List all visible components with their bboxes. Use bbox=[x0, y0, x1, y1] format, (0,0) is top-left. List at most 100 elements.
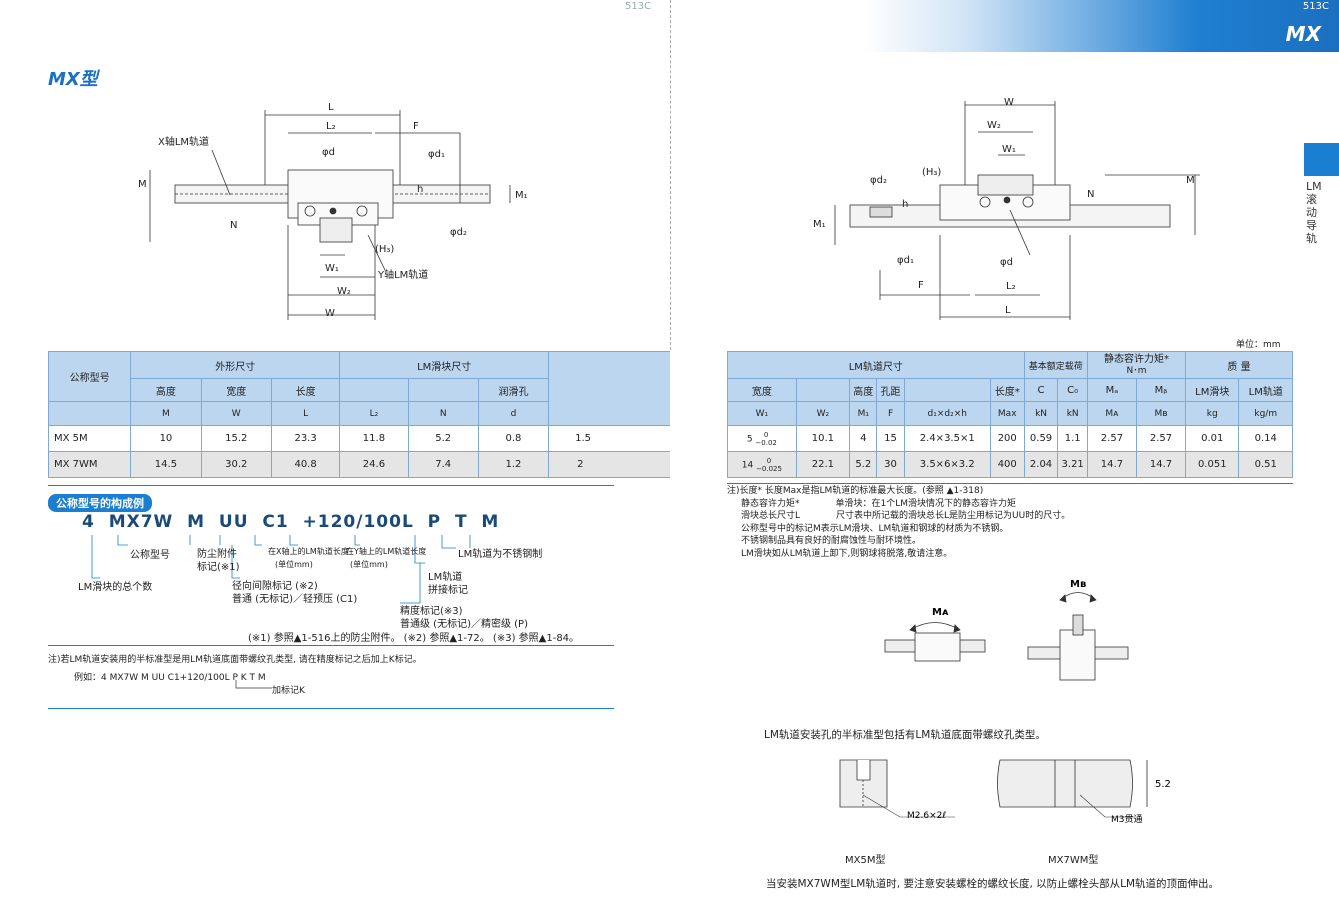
left-label-phi-d2: φd₂ bbox=[450, 227, 467, 238]
mx7-thread-label: M3贯通 bbox=[1111, 814, 1143, 825]
right-label-F: F bbox=[918, 280, 924, 291]
left-label-N: N bbox=[230, 220, 237, 231]
model-code: 4 MX7W M UU C1 +120/100L P T M bbox=[82, 512, 500, 532]
left-label-H3: (H₃) bbox=[375, 244, 394, 255]
sym-2: L bbox=[270, 401, 341, 426]
notes-right: 注)长度* 长度Max是指LM轨道的标准最大长度。(参照 ▲1-318) 静态容… bbox=[727, 486, 1071, 559]
label-refs: (※1) 参照▲1-516上的防尘附件。 (※2) 参照▲1-72。 (※3) … bbox=[248, 633, 580, 644]
th-col-2: 长度 bbox=[270, 378, 341, 402]
moment-ma: Mᴀ bbox=[932, 607, 949, 618]
model-leader-lines bbox=[91, 535, 471, 604]
units-label: 单位：mm bbox=[1236, 340, 1281, 350]
label-xlen: 在X轴上的LM轨道长度 bbox=[268, 547, 349, 556]
table-row: MX 7WM 14.5 30.2 40.8 24.6 7.4 1.2 2 bbox=[47, 451, 670, 478]
mx7-caption: MX7WM型 bbox=[1048, 855, 1099, 866]
label-model: 公称型号 bbox=[130, 550, 170, 561]
table-row: 14 0−0.025 22.1 5.2 30 3.5×6×3.2 400 2.0… bbox=[727, 451, 1293, 478]
rail-section-drawings: M2.6×2ℓ M3贯通 5.2 bbox=[839, 759, 1171, 825]
left-label-W: W bbox=[325, 308, 335, 319]
sym-3: L₂ bbox=[339, 401, 409, 426]
th-col-4 bbox=[407, 378, 479, 402]
label-clear: 径向间隙标记 (※2) bbox=[232, 581, 318, 592]
label-ylen-unit: (单位mm) bbox=[350, 560, 388, 569]
page-divider bbox=[670, 0, 671, 350]
label-clear2: 普通 (无标记)／轻预压 (C1) bbox=[232, 594, 358, 605]
section-rule bbox=[48, 708, 614, 709]
label-seal: 防尘附件 bbox=[197, 549, 237, 560]
th-mass: 质 量 bbox=[1185, 351, 1293, 379]
th-col-0: 高度 bbox=[130, 378, 202, 402]
moment-diagrams: Mᴀ Mʙ bbox=[884, 579, 1129, 681]
right-label-h: h bbox=[902, 199, 908, 210]
table-row: 5 0−0.02 10.1 4 15 2.4×3.5×1 200 0.59 1.… bbox=[727, 425, 1293, 452]
rail-intro: LM轨道安装孔的半标准型包括有LM轨道底面带螺纹孔类型。 bbox=[764, 729, 1046, 741]
th-rail: LM轨道尺寸 bbox=[727, 351, 1025, 379]
th-col-3 bbox=[339, 378, 409, 402]
notes-rule bbox=[727, 483, 1293, 484]
side-label: LM滚动导轨 bbox=[1306, 180, 1322, 245]
mx7-dim-label: 5.2 bbox=[1155, 779, 1171, 790]
left-label-L: L bbox=[328, 102, 334, 113]
moment-mb: Mʙ bbox=[1070, 579, 1086, 590]
label-steel: LM轨道为不锈钢制 bbox=[458, 549, 543, 560]
left-label-L2: L₂ bbox=[326, 121, 336, 132]
example-k: 加标记K bbox=[272, 686, 305, 696]
side-tab[interactable] bbox=[1304, 143, 1339, 176]
sym-0: M bbox=[130, 401, 202, 426]
right-label-W: W bbox=[1004, 97, 1014, 108]
th-outer: 外形尺寸 bbox=[130, 351, 341, 379]
drawing-left: L L₂ F φd φd₁ φd₂ M M₁ N h (H₃) W₁ W₂ W … bbox=[138, 102, 528, 320]
th-col-1: 宽度 bbox=[200, 378, 272, 402]
label-joint: LM轨道 bbox=[428, 572, 463, 583]
right-label-L2: L₂ bbox=[1006, 281, 1016, 292]
left-label-phi-d1: φd₁ bbox=[428, 149, 445, 160]
label-seal2: 标记(※1) bbox=[197, 562, 240, 573]
label-prec2: 普通级 (无标记)／精密级 (P) bbox=[400, 619, 528, 630]
label-joint2: 拼接标记 bbox=[428, 585, 468, 596]
table-row: MX 5M 10 15.2 23.3 11.8 5.2 0.8 1.5 bbox=[47, 425, 670, 452]
left-label-W1: W₁ bbox=[325, 263, 339, 274]
note-k: 注)若LM轨道安装用的半标准型是用LM轨道底面带螺纹孔类型, 请在精度标记之后加… bbox=[48, 655, 422, 665]
spec-table-left: 公称型号 外形尺寸 LM滑块尺寸 高度 宽度 长度 润滑孔 M W L L₂ N… bbox=[47, 351, 670, 478]
right-label-M1: M₁ bbox=[813, 219, 826, 230]
label-xlen-unit: (单位mm) bbox=[275, 560, 313, 569]
left-label-y-rail: Y轴LM轨道 bbox=[377, 268, 428, 281]
right-label-phi-d1: φd₁ bbox=[897, 255, 914, 266]
sym-5: d bbox=[477, 401, 550, 426]
left-label-x-rail: X轴LM轨道 bbox=[158, 135, 209, 148]
left-label-M1: M₁ bbox=[515, 190, 528, 201]
right-label-phi-d: φd bbox=[1000, 257, 1013, 268]
label-prec: 精度标记(※3) bbox=[400, 606, 463, 617]
header-band: 513C MX bbox=[865, 0, 1339, 52]
th-load: 基本额定载荷 bbox=[1023, 351, 1088, 379]
right-label-phi-d2: φd₂ bbox=[870, 175, 887, 186]
spec-table-right: LM轨道尺寸 基本额定载荷 静态容许力矩*N･m 质 量 宽度 高度 孔距 长度… bbox=[727, 351, 1293, 478]
right-label-N: N bbox=[1087, 189, 1094, 200]
right-label-M: M bbox=[1186, 175, 1195, 186]
page-title: MX型 bbox=[48, 69, 98, 90]
sym-4: N bbox=[407, 401, 479, 426]
left-label-W2: W₂ bbox=[337, 286, 351, 297]
right-label-L: L bbox=[1005, 305, 1011, 316]
mx5-caption: MX5M型 bbox=[845, 855, 886, 866]
left-label-M: M bbox=[138, 179, 147, 190]
label-count: LM滑块的总个数 bbox=[78, 582, 153, 593]
mx5-thread-label: M2.6×2ℓ bbox=[907, 811, 946, 821]
page-number-right: 513C bbox=[1302, 1, 1329, 12]
page-number-left: 513C bbox=[625, 1, 652, 12]
right-label-W1: W₁ bbox=[1002, 144, 1016, 155]
th-block: LM滑块尺寸 bbox=[339, 351, 550, 379]
th-model: 公称型号 bbox=[47, 351, 132, 402]
left-label-F: F bbox=[413, 121, 419, 132]
th-moment: 静态容许力矩*N･m bbox=[1086, 351, 1187, 379]
label-ylen: 在Y轴上的LM轨道长度 bbox=[346, 547, 427, 556]
right-label-H3: (H₃) bbox=[922, 167, 941, 178]
sym-1: W bbox=[200, 401, 272, 426]
right-label-W2: W₂ bbox=[987, 120, 1001, 131]
model-example-pill: 公称型号的构成例 bbox=[48, 494, 152, 512]
example-code: 例如：4 MX7W M UU C1+120/100L P K T M bbox=[74, 673, 266, 683]
rail-footer: 当安装MX7WM型LM轨道时, 要注意安装螺栓的螺纹长度, 以防止螺栓头部从LM… bbox=[766, 878, 1220, 890]
series-tag: MX bbox=[1285, 22, 1321, 46]
example-leader bbox=[235, 680, 272, 689]
section-rule bbox=[48, 645, 614, 646]
